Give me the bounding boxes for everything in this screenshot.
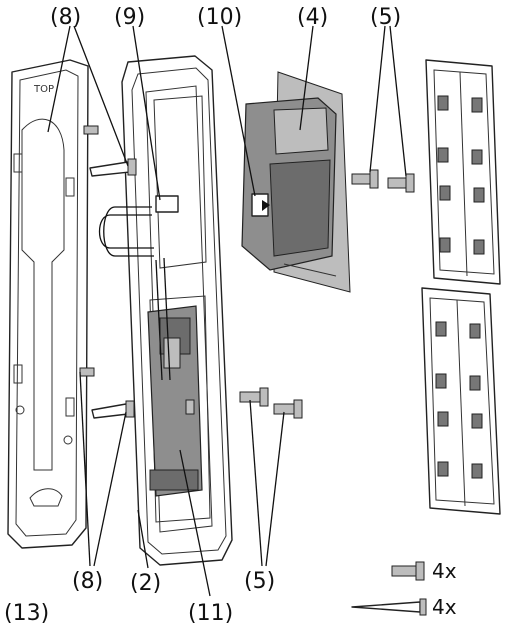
leader-lines — [47, 25, 407, 597]
callout-4: (4) — [297, 5, 328, 30]
callout-8-bottom: (8) — [72, 569, 103, 594]
callout-5-bottom: (5) — [244, 569, 275, 594]
short-screw-mid — [79, 367, 95, 377]
wood-screw-top-left — [89, 158, 137, 177]
wall-mounting-plate: TOP — [7, 59, 89, 549]
wood-screw-icon — [351, 598, 427, 616]
cover-frame-top — [425, 59, 501, 285]
machine-screw-quantity: 4x — [432, 559, 457, 583]
short-screw-top — [83, 125, 99, 135]
callout-9: (9) — [114, 5, 145, 30]
wood-screw-bottom-left — [91, 400, 135, 419]
wood-screw-quantity: 4x — [432, 595, 457, 619]
callout-2: (2) — [130, 571, 161, 596]
machine-screw-icon — [391, 561, 425, 581]
callout-8-top: (8) — [50, 5, 81, 30]
machine-screw-top-2 — [387, 173, 415, 193]
machine-screw-top-1 — [351, 169, 379, 189]
callout-10: (10) — [197, 5, 242, 30]
quantity-legend: 4x 4x — [351, 559, 457, 619]
machine-screw-bottom-2 — [273, 399, 303, 419]
top-marking: TOP — [33, 84, 54, 95]
cover-frame-bottom — [421, 287, 501, 515]
callout-11: (11) — [188, 601, 233, 626]
connection-cable — [98, 195, 179, 381]
callout-5-top: (5) — [370, 5, 401, 30]
callout-13: (13) — [4, 601, 49, 626]
device-module — [241, 71, 351, 293]
machine-screw-bottom-1 — [239, 387, 269, 407]
electronics-module — [147, 305, 203, 497]
